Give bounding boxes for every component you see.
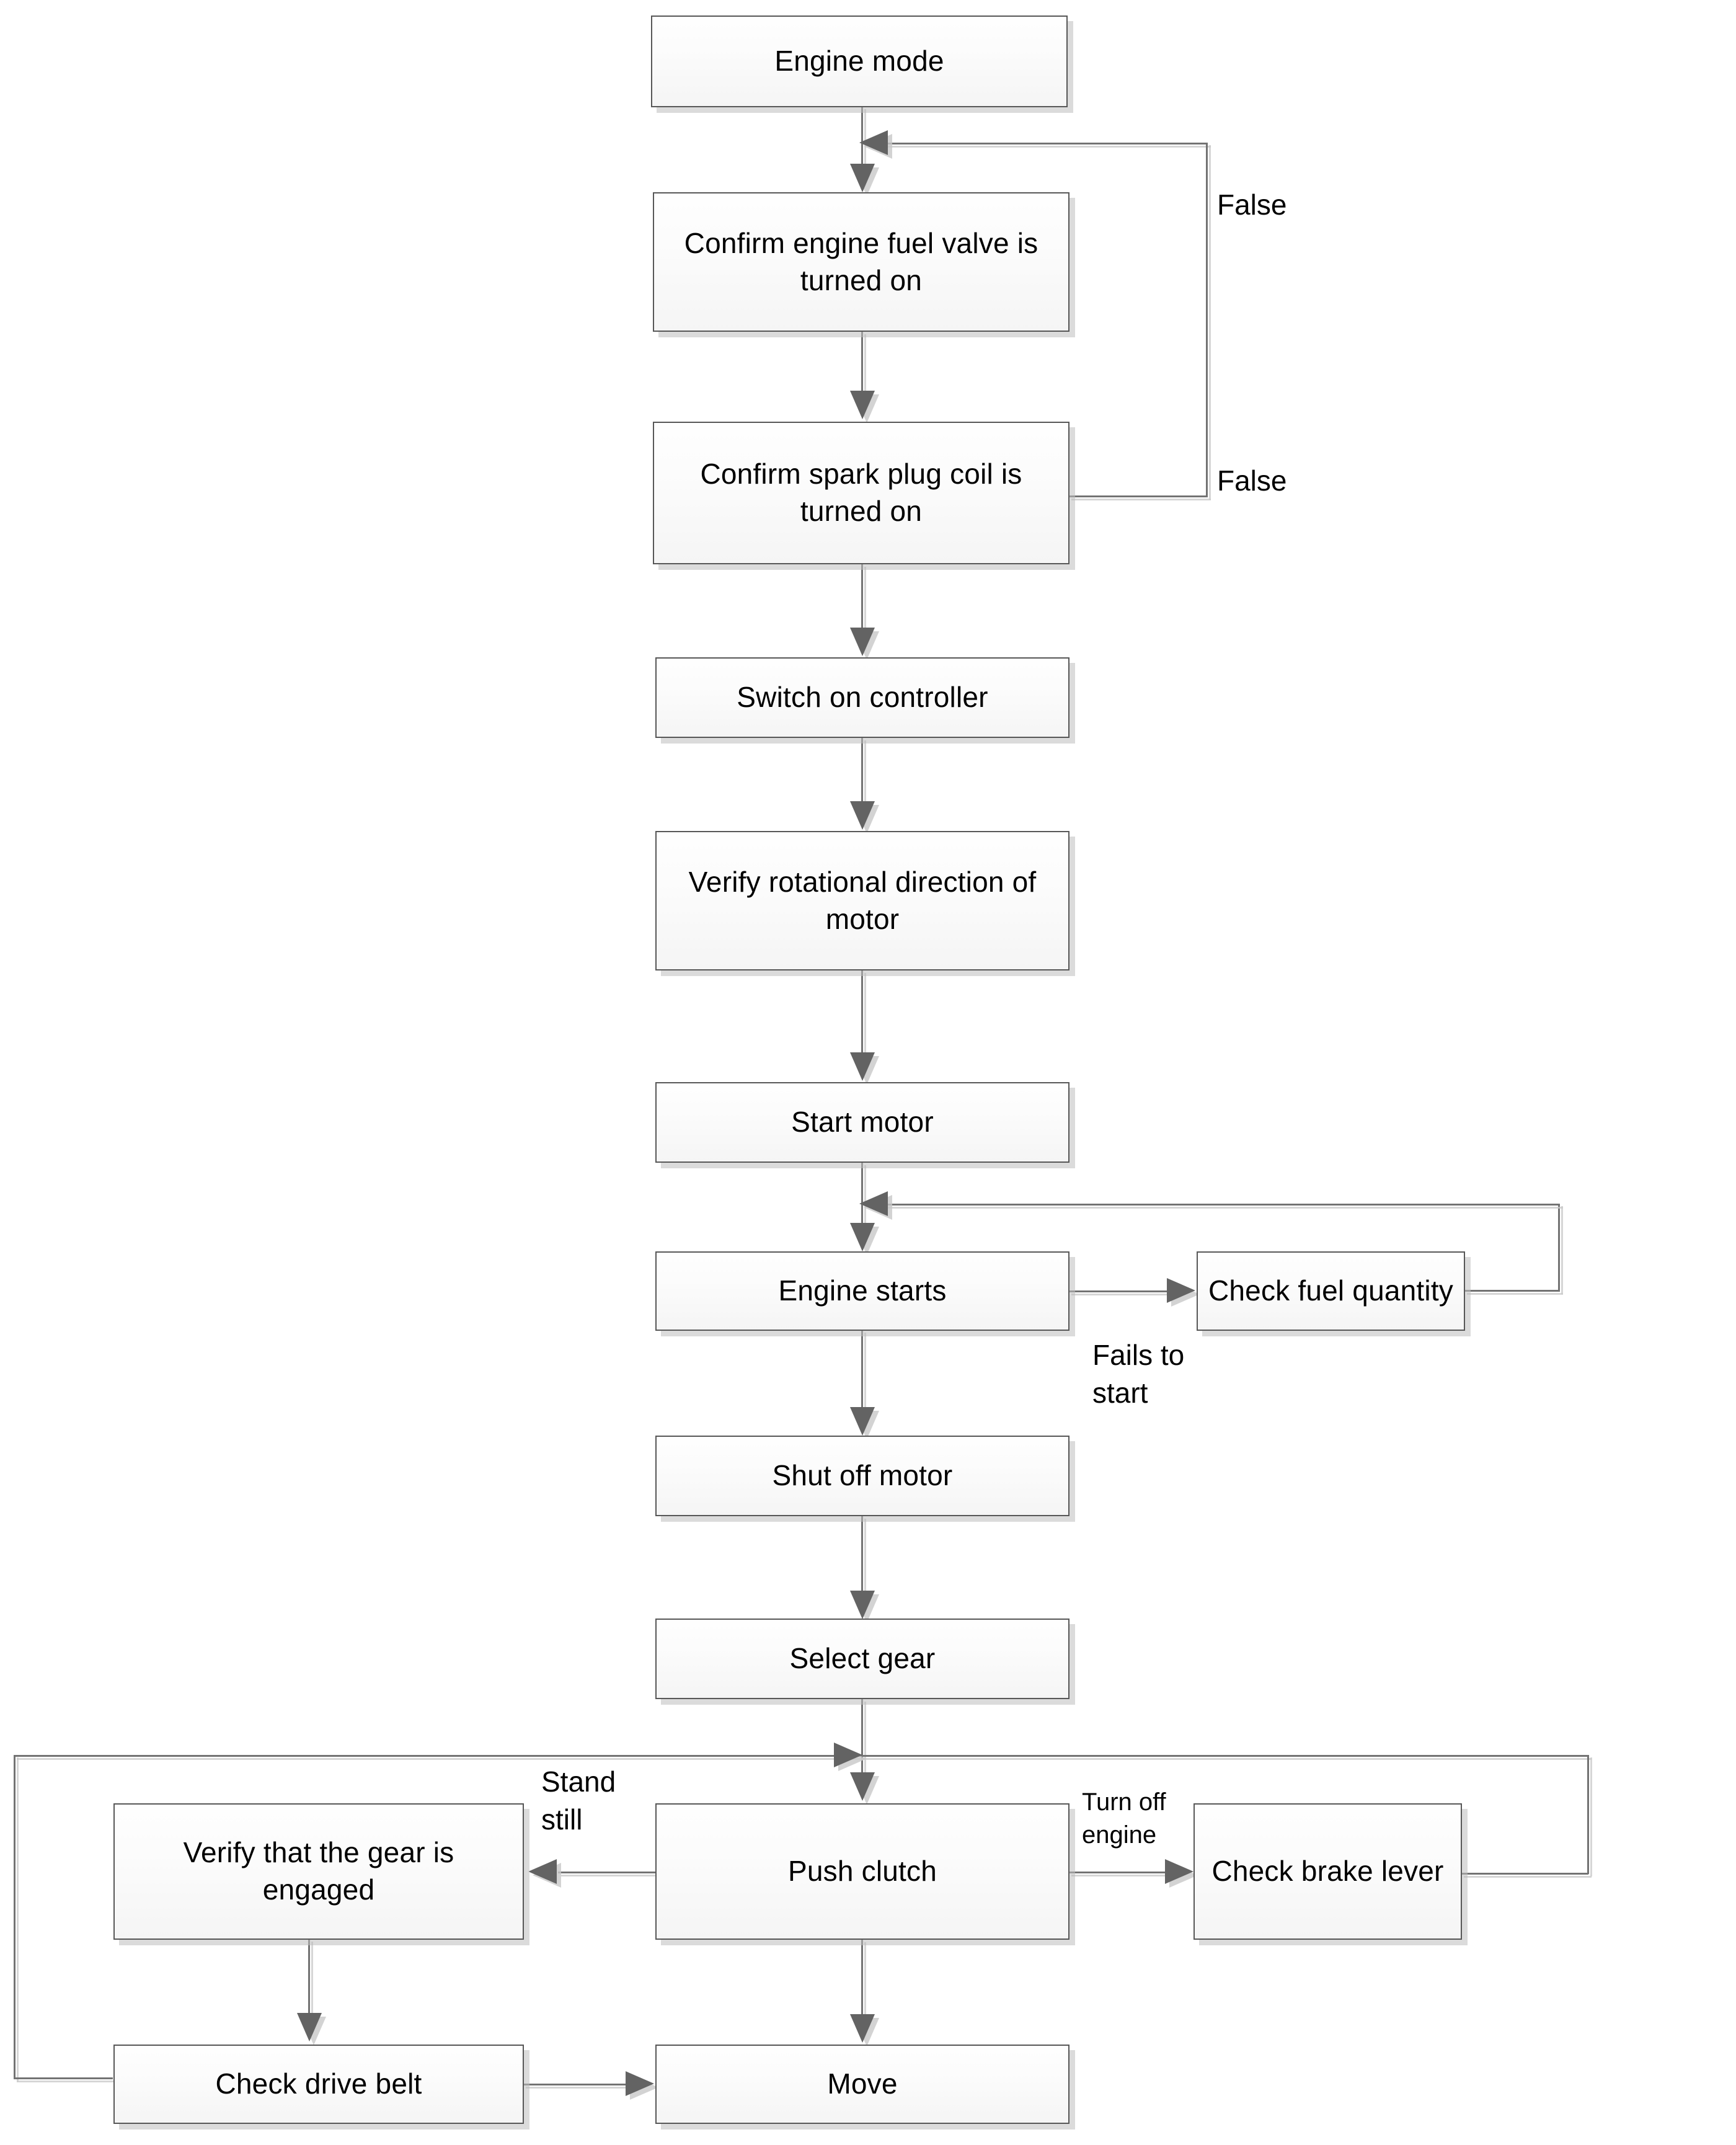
arrowhead-to-controller bbox=[850, 628, 875, 656]
node-confirm-spark-plug-label: Confirm spark plug coil is turned on bbox=[700, 458, 1022, 527]
connector-brake-lever-return bbox=[1461, 1873, 1592, 1878]
arrowhead-to-spark-plug bbox=[850, 391, 875, 419]
node-shut-off-motor[interactable]: Shut off motor bbox=[655, 1436, 1070, 1516]
node-engine-starts[interactable]: Engine starts bbox=[655, 1251, 1070, 1331]
connector-verify-gear-to-drive-belt bbox=[308, 1939, 313, 2018]
edge-label-fails-to-start: Fails to start bbox=[1092, 1339, 1185, 1409]
arrowhead-outer-loop-into-push-clutch bbox=[834, 1743, 862, 1767]
arrowhead-to-engine-starts bbox=[850, 1223, 875, 1251]
arrowhead-to-brake-lever bbox=[1165, 1859, 1194, 1884]
node-verify-gear-engaged-label: Verify that the gear is engaged bbox=[183, 1836, 454, 1906]
node-check-brake-lever[interactable]: Check brake lever bbox=[1194, 1803, 1462, 1940]
node-select-gear-label: Select gear bbox=[789, 1642, 936, 1675]
edge-label-false-lower: False bbox=[1217, 464, 1287, 497]
node-move-label: Move bbox=[827, 2067, 898, 2100]
node-check-fuel-quantity[interactable]: Check fuel quantity bbox=[1197, 1251, 1465, 1331]
node-check-fuel-quantity-label: Check fuel quantity bbox=[1208, 1274, 1454, 1307]
arrowhead-to-select-gear bbox=[850, 1591, 875, 1619]
connector-outer-loop-top-bar bbox=[14, 1755, 1592, 1760]
node-engine-mode[interactable]: Engine mode bbox=[651, 16, 1068, 107]
arrowhead-to-drive-belt bbox=[297, 2013, 322, 2041]
arrowhead-to-shut-off-motor bbox=[850, 1407, 875, 1436]
arrowhead-fuel-qty-return bbox=[859, 1191, 888, 1216]
arrowhead-to-move-from-belt bbox=[626, 2071, 654, 2096]
connector-push-clutch-to-verify-gear bbox=[558, 1872, 659, 1876]
connector-outer-loop-left-leg bbox=[14, 1755, 19, 2082]
connector-false-upper-horizontal bbox=[873, 143, 1211, 148]
node-switch-on-controller[interactable]: Switch on controller bbox=[655, 657, 1070, 738]
connector-fuel-qty-return-horizontal-back bbox=[873, 1204, 1563, 1209]
node-start-motor-label: Start motor bbox=[791, 1106, 934, 1139]
arrowhead-to-fuel-valve bbox=[850, 164, 875, 192]
connector-fuel-qty-return-horizontal-out bbox=[1464, 1290, 1563, 1295]
connector-verify-rotation-to-start-motor bbox=[861, 970, 866, 1057]
arrowhead-to-move-from-clutch bbox=[850, 2014, 875, 2043]
arrowhead-to-push-clutch bbox=[850, 1772, 875, 1801]
connector-outer-loop-right-leg bbox=[1587, 1755, 1592, 1876]
edge-label-false-upper: False bbox=[1217, 189, 1287, 221]
connector-controller-to-verify-rotation bbox=[861, 738, 866, 806]
node-confirm-fuel-valve[interactable]: Confirm engine fuel valve is turned on bbox=[653, 192, 1070, 332]
node-push-clutch[interactable]: Push clutch bbox=[655, 1803, 1070, 1940]
node-check-drive-belt-label: Check drive belt bbox=[215, 2067, 422, 2100]
connector-select-gear-to-push-clutch bbox=[861, 1699, 866, 1777]
node-check-drive-belt[interactable]: Check drive belt bbox=[113, 2045, 524, 2124]
node-verify-gear-engaged[interactable]: Verify that the gear is engaged bbox=[113, 1803, 524, 1940]
arrowhead-false-upper bbox=[859, 130, 888, 155]
connector-engine-starts-to-fuel-qty bbox=[1068, 1290, 1172, 1295]
node-start-motor[interactable]: Start motor bbox=[655, 1082, 1070, 1163]
connector-fuel-qty-return-vertical bbox=[1558, 1204, 1563, 1294]
connector-push-clutch-to-brake-lever bbox=[1068, 1872, 1169, 1876]
node-switch-on-controller-label: Switch on controller bbox=[737, 681, 988, 714]
node-move[interactable]: Move bbox=[655, 2045, 1070, 2124]
arrowhead-to-start-motor bbox=[850, 1052, 875, 1081]
node-select-gear[interactable]: Select gear bbox=[655, 1619, 1070, 1699]
connector-false-lower-horizontal bbox=[1068, 495, 1211, 500]
connector-push-clutch-to-move bbox=[861, 1940, 866, 2019]
arrowhead-to-fuel-qty bbox=[1167, 1278, 1195, 1303]
node-verify-rotation-label: Verify rotational direction of motor bbox=[688, 865, 1037, 935]
arrowhead-to-verify-rotation bbox=[850, 801, 875, 830]
node-check-brake-lever-label: Check brake lever bbox=[1211, 1855, 1444, 1888]
node-shut-off-motor-label: Shut off motor bbox=[772, 1459, 953, 1492]
node-push-clutch-label: Push clutch bbox=[788, 1855, 937, 1888]
connector-fuel-valve-to-spark-plug bbox=[861, 332, 866, 396]
arrowhead-to-verify-gear bbox=[528, 1859, 557, 1884]
node-engine-starts-label: Engine starts bbox=[778, 1274, 947, 1307]
node-verify-rotation[interactable]: Verify rotational direction of motor bbox=[655, 831, 1070, 970]
node-confirm-spark-plug[interactable]: Confirm spark plug coil is turned on bbox=[653, 422, 1070, 564]
node-confirm-fuel-valve-label: Confirm engine fuel valve is turned on bbox=[684, 226, 1038, 296]
connector-outer-loop-bottom-left bbox=[14, 2077, 116, 2082]
connector-spark-plug-to-controller bbox=[861, 564, 866, 633]
node-engine-mode-label: Engine mode bbox=[774, 45, 944, 78]
connector-engine-starts-to-shut-off bbox=[861, 1330, 866, 1412]
connector-drive-belt-to-move bbox=[523, 2084, 630, 2089]
connector-false-upper-vertical bbox=[1206, 143, 1211, 500]
edge-label-stand-still: Stand still bbox=[541, 1765, 616, 1836]
edge-label-turn-off-engine: Turn off engine bbox=[1082, 1788, 1166, 1849]
connector-shut-off-to-select-gear bbox=[861, 1516, 866, 1596]
